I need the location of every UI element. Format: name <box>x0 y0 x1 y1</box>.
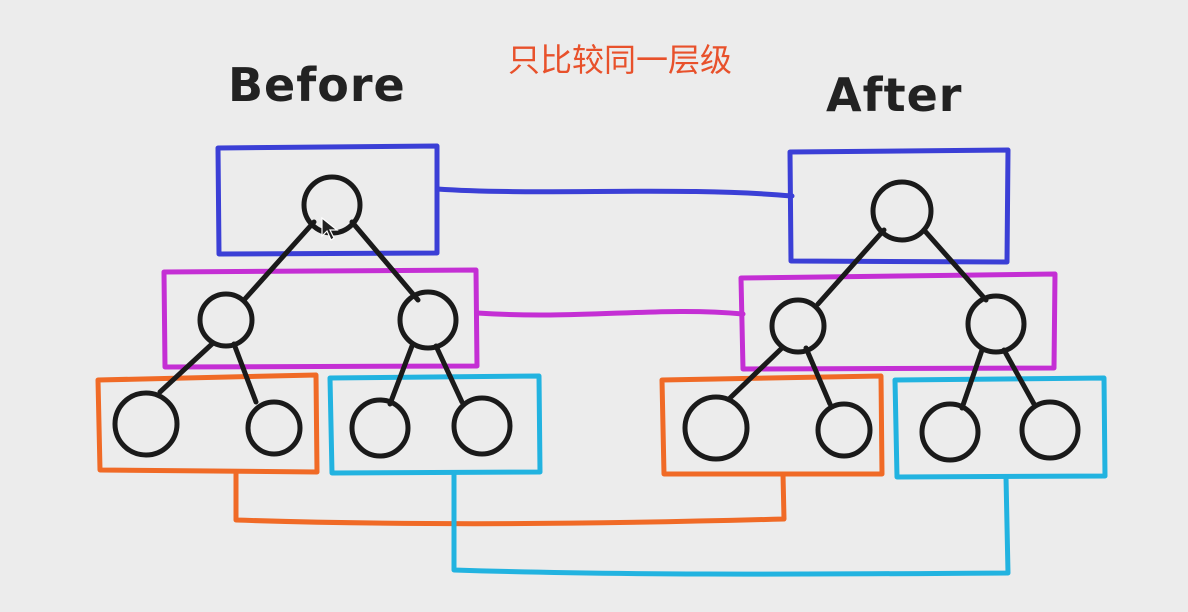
after-node-l2-left <box>769 297 827 355</box>
before-node-l3-4 <box>451 395 513 457</box>
before-level1-box <box>215 143 440 257</box>
before-node-l2-right <box>397 289 459 351</box>
after-node-root <box>870 179 934 243</box>
after-level1-box <box>787 147 1011 265</box>
before-node-root <box>301 174 363 236</box>
level3-left-connector <box>233 469 787 527</box>
mouse-cursor-icon <box>321 216 339 241</box>
caption-text: 只比较同一层级 <box>508 41 733 79</box>
level1-connector <box>434 186 795 199</box>
before-level3-right-box <box>327 373 543 476</box>
after-node-l3-2 <box>815 401 873 459</box>
after-level3-left-box <box>659 373 885 477</box>
after-level2-box <box>738 271 1058 372</box>
after-node-l3-1 <box>682 394 750 462</box>
before-node-l3-2 <box>245 399 303 457</box>
before-node-l3-3 <box>349 397 411 459</box>
after-title: After <box>826 68 963 122</box>
level2-connector <box>474 308 746 318</box>
after-level3-right-box <box>892 375 1108 480</box>
before-level2-box <box>161 267 480 370</box>
before-title: Before <box>228 58 406 112</box>
after-node-l2-right <box>965 293 1027 355</box>
before-node-l3-1 <box>112 390 180 458</box>
before-tree-edges <box>157 219 465 407</box>
before-node-l2-left <box>197 291 255 349</box>
after-node-l3-4 <box>1019 399 1081 461</box>
after-tree-edges <box>727 227 1037 411</box>
level3-right-connector <box>451 470 1011 577</box>
after-node-l3-3 <box>919 401 981 463</box>
before-level3-left-box <box>95 372 320 475</box>
